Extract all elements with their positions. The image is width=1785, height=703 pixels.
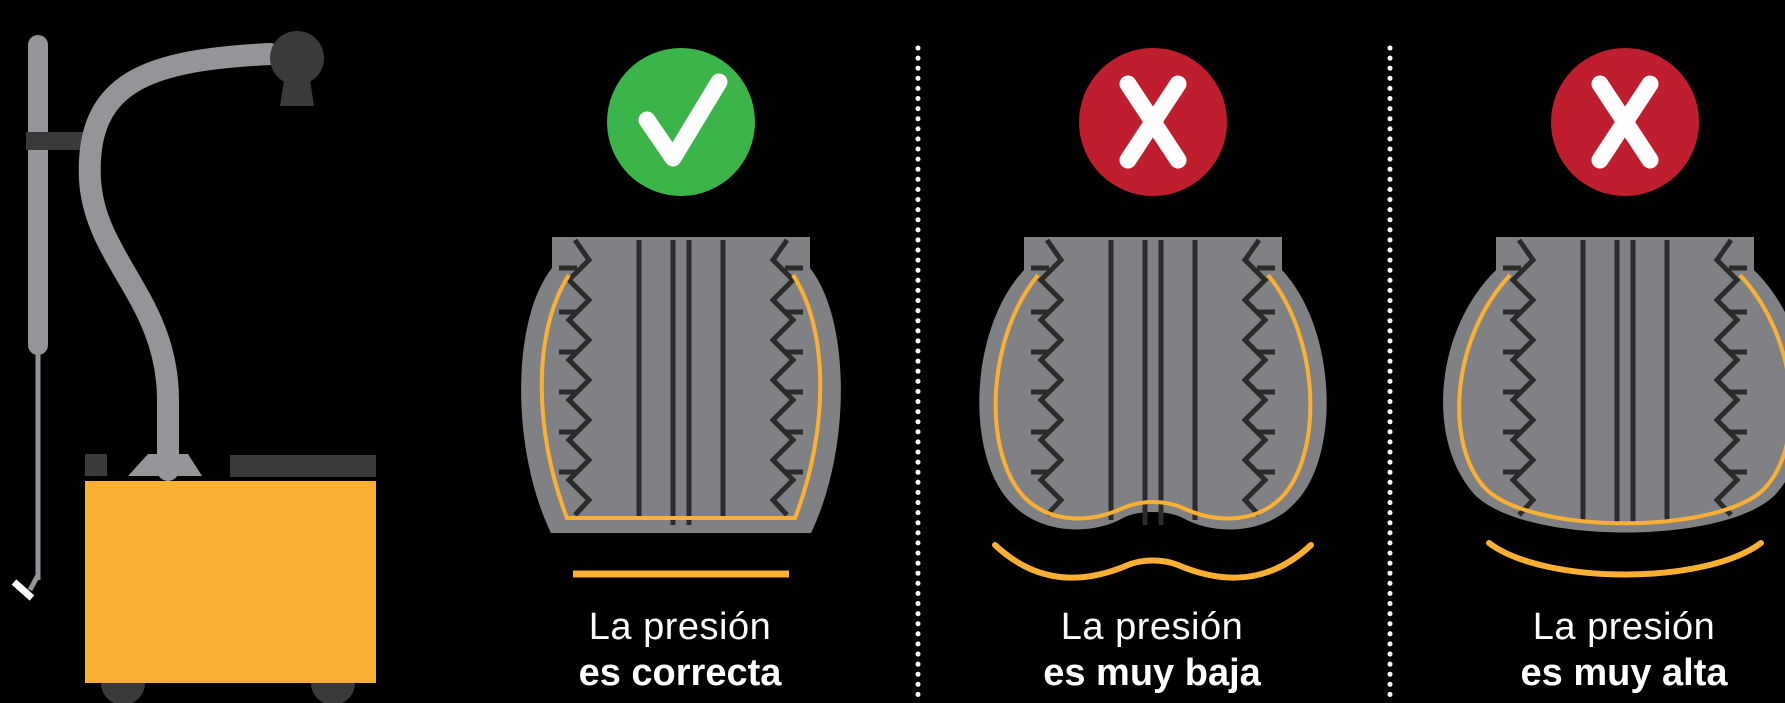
caption-correct-bold: es correcta <box>578 652 782 695</box>
cross-mark <box>1591 75 1659 169</box>
machine-nozzle <box>27 573 41 592</box>
caption-high-light: La presión <box>1532 606 1716 648</box>
caption-high-bold: es muy alta <box>1520 652 1728 695</box>
cross-mark <box>1119 75 1187 169</box>
caption-correct-light: La presión <box>588 606 772 648</box>
machine-top-plate <box>230 455 376 477</box>
machine-wheel-left <box>101 683 145 703</box>
machine-clamp <box>26 132 92 150</box>
panel-correct <box>521 48 841 578</box>
machine-pole <box>28 35 48 355</box>
pressure-line-low <box>993 273 1313 521</box>
ground-line-low <box>992 542 1314 581</box>
tire-inflator-machine-icon <box>11 31 376 703</box>
caption-correct: La presión es correcta <box>500 604 860 697</box>
ground-line-high <box>1486 540 1764 578</box>
machine-nozzle-tip <box>11 579 35 601</box>
machine-wheel-right <box>311 683 355 703</box>
gauge-head <box>270 31 324 85</box>
machine-top-left <box>85 454 107 476</box>
caption-low-light: La presión <box>1060 606 1244 648</box>
machine-tank <box>85 481 376 683</box>
caption-low: La presión es muy baja <box>972 604 1332 697</box>
caption-high: La presión es muy alta <box>1444 604 1785 697</box>
panel-high <box>1443 48 1785 578</box>
caption-low-bold: es muy baja <box>1043 652 1261 695</box>
gauge-stem <box>280 80 314 106</box>
check-icon <box>607 48 755 196</box>
tire-correct <box>521 237 841 533</box>
machine-hose <box>78 43 281 481</box>
machine-hose-base <box>128 454 202 476</box>
check-mark <box>638 73 728 167</box>
tire-low <box>979 237 1327 530</box>
pressure-line-high <box>1457 273 1785 526</box>
pressure-line-correct <box>539 273 823 520</box>
panel-low <box>979 48 1327 581</box>
